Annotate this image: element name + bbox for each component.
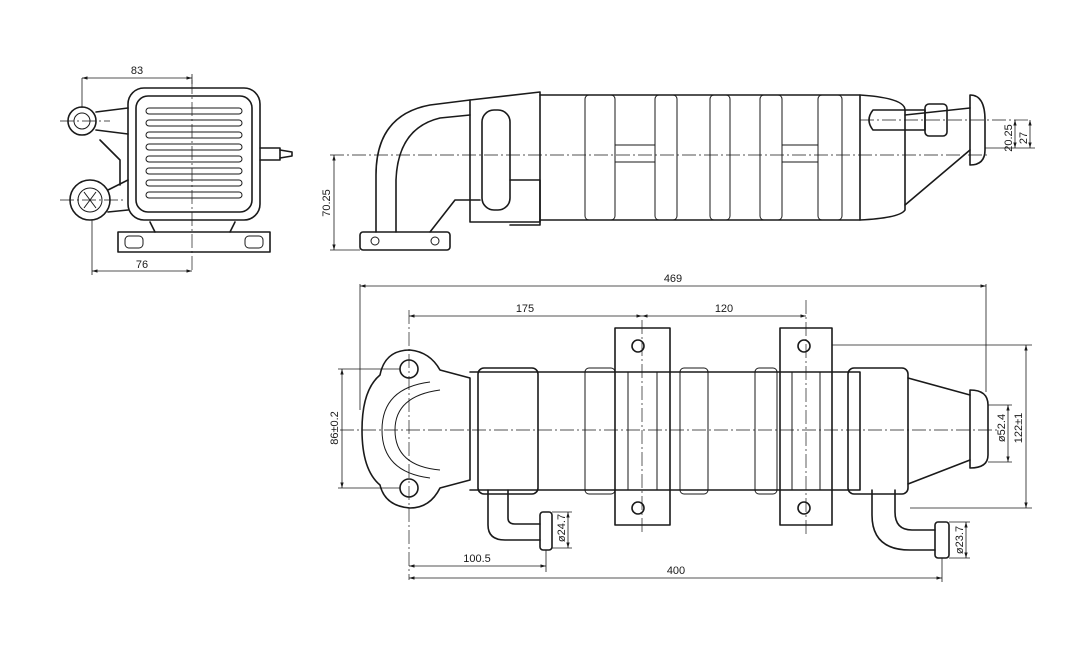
dim-bottom-length: 400 xyxy=(667,565,685,577)
dim-overall-length: 469 xyxy=(664,273,682,285)
dim-front-right-b: 27 xyxy=(1018,132,1030,144)
top-view: 469 175 120 86±0.2 ø52.4 122±1 ø24.7 100… xyxy=(329,273,1032,582)
dim-flange-height: 86±0.2 xyxy=(329,411,341,445)
dim-overall-height: 122±1 xyxy=(1013,413,1025,444)
dim-front-height: 70.25 xyxy=(321,189,333,217)
cooler-fins xyxy=(145,107,243,199)
dim-side-width-top: 83 xyxy=(131,65,143,77)
dim-outlet-dia: ø52.4 xyxy=(996,414,1008,442)
side-view: 83 76 xyxy=(60,65,293,275)
dim-front-right-a: 20.25 xyxy=(1003,124,1015,152)
dim-side-width-bottom: 76 xyxy=(136,259,148,271)
dim-outlet-pipe-dia: ø23.7 xyxy=(954,526,966,554)
dim-inlet-pipe-offset: 100.5 xyxy=(463,553,491,565)
dim-bracket-spacing: 120 xyxy=(715,303,733,315)
dim-inlet-pipe-dia: ø24.7 xyxy=(556,514,568,542)
dim-flange-to-bracket: 175 xyxy=(516,303,534,315)
front-view: 70.25 20.25 27 xyxy=(321,91,1035,251)
